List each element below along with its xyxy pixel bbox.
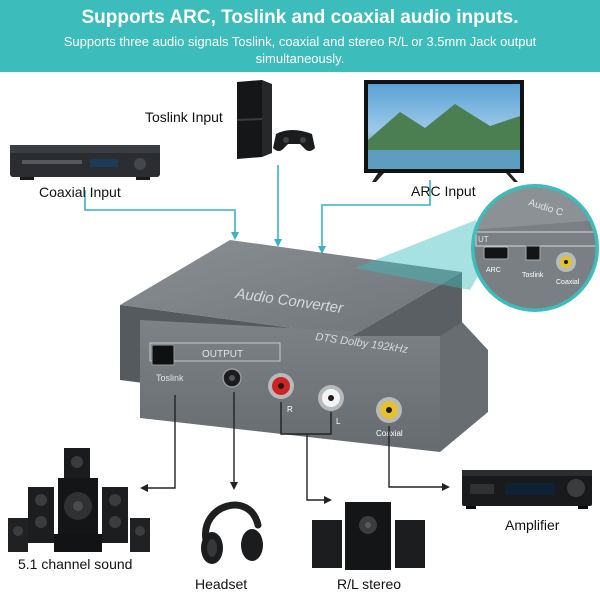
coaxial-input-label: Coaxial Input xyxy=(39,184,121,200)
amplifier-icon xyxy=(462,470,592,509)
header-subtitle: Supports three audio signals Toslink, co… xyxy=(63,34,537,66)
toslink-input-label: Toslink Input xyxy=(145,109,223,125)
amplifier-label: Amplifier xyxy=(505,517,560,533)
stereo-label: R/L stereo xyxy=(337,576,402,592)
inset-toslink-label: Toslink xyxy=(522,272,544,279)
rca-r-port: R xyxy=(268,373,294,414)
port-l-label: L xyxy=(336,417,341,426)
input-arrows xyxy=(84,165,431,254)
port-toslink-label: Toslink xyxy=(156,373,184,383)
surround-sound-label: 5.1 channel sound xyxy=(18,556,133,572)
surround-speakers-icon xyxy=(8,448,150,552)
header-title: Supports ARC, Toslink and coaxial audio … xyxy=(81,7,519,28)
header-banner: Supports ARC, Toslink and coaxial audio … xyxy=(0,0,600,72)
inset-arc-label: ARC xyxy=(486,267,501,274)
arc-input-label: ARC Input xyxy=(411,183,476,199)
ps4-console-icon xyxy=(236,80,315,159)
stereo-speakers-icon xyxy=(312,502,425,570)
tv-icon xyxy=(364,80,524,182)
output-arrows xyxy=(140,392,450,504)
headphone-jack-port xyxy=(222,368,242,388)
audio-converter-device: Audio Converter DTS Dolby 192kHz OUTPUT … xyxy=(120,240,488,452)
dvd-player-icon xyxy=(10,145,160,180)
headphones-icon xyxy=(201,501,263,564)
rca-l-port: L xyxy=(318,385,344,426)
inset-out-label: UT xyxy=(478,235,489,244)
toslink-port: Toslink xyxy=(151,344,184,383)
port-r-label: R xyxy=(287,405,293,414)
rear-panel-zoom-inset: Audio C UT ARC Toslink Coaxial xyxy=(355,184,599,312)
output-label: OUTPUT xyxy=(202,349,243,360)
inset-coaxial-label: Coaxial xyxy=(556,279,580,286)
headset-label: Headset xyxy=(195,576,248,592)
